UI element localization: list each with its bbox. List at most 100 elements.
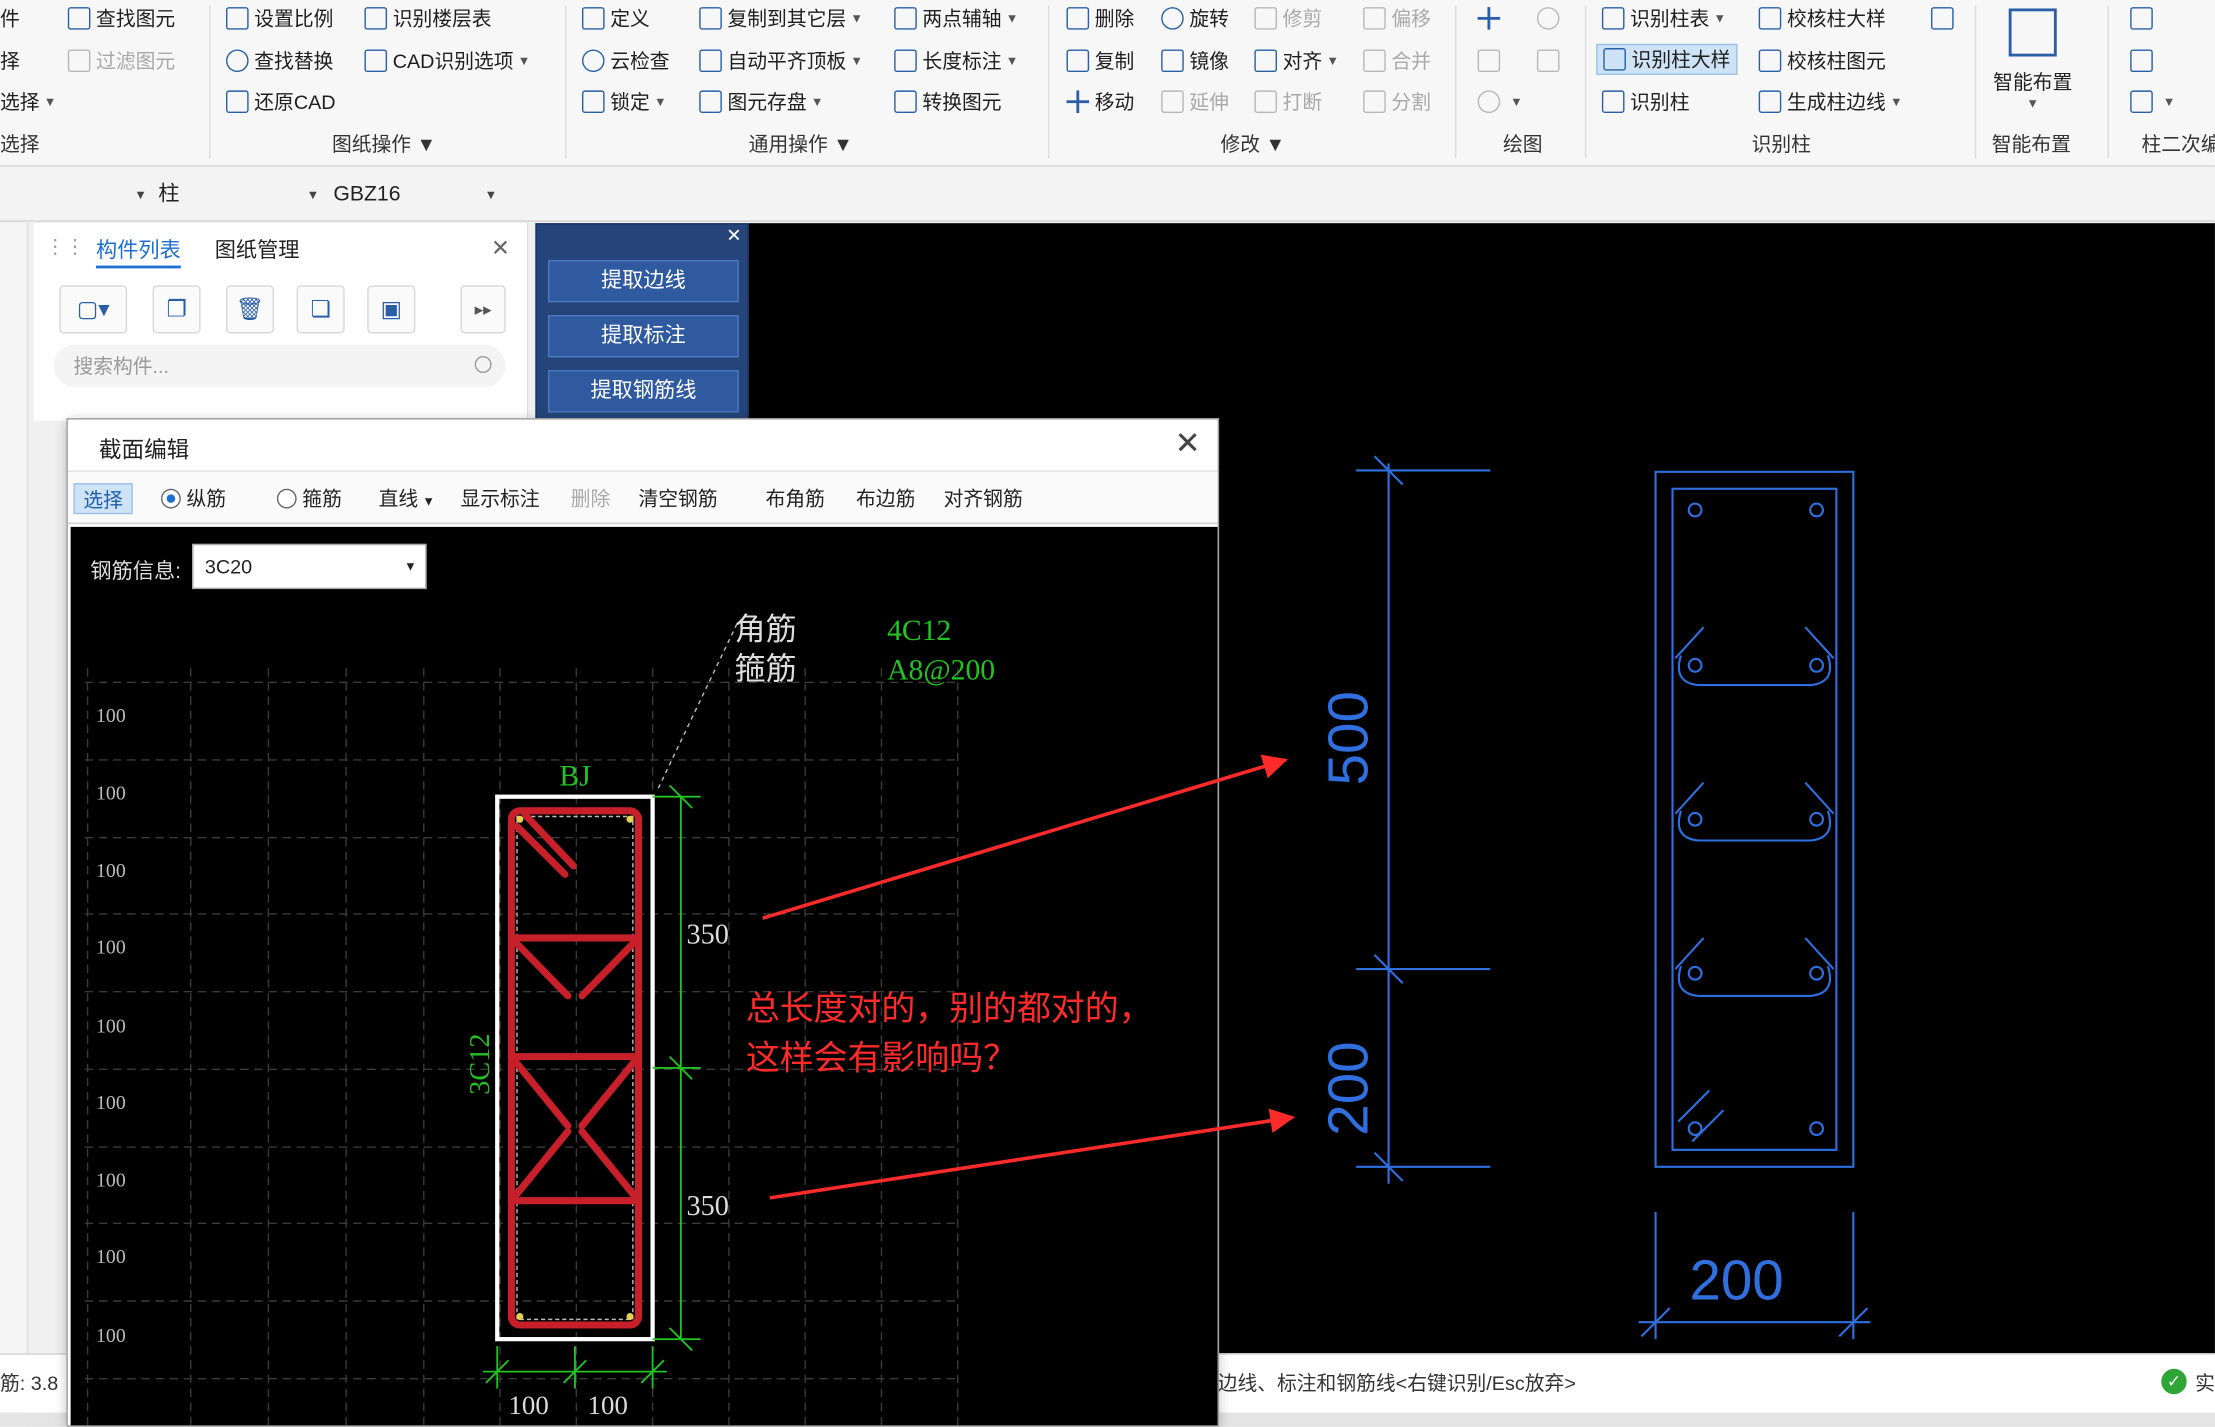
extend-button[interactable]: 延伸	[1161, 86, 1229, 117]
col-second-tool-1[interactable]	[2130, 3, 2158, 34]
section-canvas[interactable]: 100 100 100 100 100 100 100 100 100	[70, 526, 1218, 1426]
check-col-element-button[interactable]: 校核柱图元	[1758, 45, 1886, 76]
smart-layout-button[interactable]: 智能布置 ▼	[1983, 0, 2082, 124]
ribbon-clipped-item-1[interactable]: 件	[0, 3, 20, 34]
stirrup-cross	[507, 1053, 572, 1130]
two-point-axis-button[interactable]: 两点辅轴▼	[894, 3, 1018, 34]
convert-element-button[interactable]: 转换图元	[894, 86, 1002, 117]
find-element-button[interactable]: 查找图元	[67, 3, 175, 34]
line-dropdown[interactable]: 直线▼	[379, 483, 435, 514]
clear-rebar-button[interactable]: 清空钢筋	[638, 487, 718, 510]
filter-element-button[interactable]: 过滤图元	[67, 45, 175, 76]
more-button[interactable]: ▸▸	[460, 285, 506, 334]
component-props-button[interactable]: ▣	[367, 285, 416, 334]
rotate-icon	[1161, 7, 1184, 30]
rebar-info-select[interactable]: 3C20▼	[192, 543, 427, 590]
category-select[interactable]: 柱▼	[158, 179, 319, 210]
extract-dim-button[interactable]: 提取标注	[548, 315, 739, 358]
extract-rebar-line-button[interactable]: 提取钢筋线	[548, 370, 739, 413]
identify-col-table-button[interactable]: 识别柱表▼	[1601, 3, 1726, 34]
extend-label: 延伸	[1189, 90, 1229, 114]
ribbon-clipped-item-2[interactable]: 择	[0, 45, 20, 76]
rectangle-icon	[1536, 49, 1560, 73]
status-right-text: 实	[2195, 1371, 2215, 1395]
move-button[interactable]: 移动	[1066, 86, 1134, 117]
gen-col-edge-button[interactable]: 生成柱边线▼	[1758, 86, 1903, 117]
cad-tick	[1373, 455, 1404, 486]
component-select[interactable]: GBZ16▼	[333, 179, 497, 210]
tab-drawing-mgmt[interactable]: 图纸管理	[214, 238, 300, 263]
ribbon-separator	[1048, 5, 1050, 159]
dropdown-arrow-icon: ▼	[850, 11, 863, 26]
find-replace-button[interactable]: 查找替换	[226, 45, 333, 76]
extract-edge-button[interactable]: 提取边线	[548, 259, 739, 303]
delete-component-button[interactable]: 🗑	[226, 285, 275, 334]
group-label: 图纸操作	[331, 132, 412, 156]
tab-component-list[interactable]: 构件列表	[96, 234, 181, 269]
ribbon-group-modify[interactable]: 修改 ▼	[1220, 130, 1285, 158]
element-save-icon	[699, 90, 722, 114]
element-save-button[interactable]: 图元存盘▼	[699, 86, 823, 117]
copy-component-button[interactable]: ❐	[152, 285, 201, 334]
identify-col-button[interactable]: 识别柱	[1601, 86, 1689, 117]
merge-button[interactable]: 合并	[1363, 45, 1431, 76]
col-tool-button[interactable]	[1931, 3, 1959, 34]
align-button[interactable]: 对齐▼	[1254, 45, 1339, 76]
auto-flush-slab-button[interactable]: 自动平齐顶板▼	[699, 45, 863, 76]
lock-button[interactable]: 锁定▼	[581, 86, 667, 117]
floor-select[interactable]: ▼	[0, 179, 147, 210]
drag-handle-icon[interactable]: ⋮⋮	[45, 234, 85, 258]
set-scale-button[interactable]: 设置比例	[226, 3, 333, 34]
align-rebar-button[interactable]: 对齐钢筋	[943, 487, 1023, 510]
draw-arc-button[interactable]: ▼	[1477, 86, 1523, 117]
copy-button[interactable]: 复制	[1066, 45, 1134, 76]
draw-rect-button[interactable]	[1536, 45, 1565, 76]
col-second-tool-2[interactable]	[2130, 45, 2158, 76]
draw-circle-button[interactable]	[1536, 3, 1565, 34]
stirrup-radio[interactable]: 箍筋	[276, 483, 342, 514]
layer-copy-button[interactable]: ❏	[296, 285, 345, 334]
col-second-tool-3[interactable]: ▼	[2130, 86, 2175, 117]
ribbon-group-drawing-ops[interactable]: 图纸操作 ▼	[332, 130, 436, 158]
rotate-button[interactable]: 旋转	[1161, 3, 1229, 34]
select-tool-button[interactable]: 选择	[73, 483, 133, 515]
new-component-button[interactable]: ▢▾	[59, 285, 128, 334]
split-button[interactable]: 分割	[1363, 86, 1431, 117]
close-icon[interactable]: ✕	[726, 224, 742, 246]
show-dim-button[interactable]: 显示标注	[460, 487, 540, 510]
cloud-check-icon	[581, 49, 605, 73]
restore-cad-button[interactable]: 还原CAD	[226, 86, 336, 117]
search-input[interactable]: 搜索构件...	[53, 344, 506, 388]
close-icon[interactable]: ✕	[1174, 425, 1201, 461]
length-dim-button[interactable]: 长度标注▼	[894, 45, 1018, 76]
break-button[interactable]: 打断	[1254, 86, 1322, 117]
offset-button[interactable]: 偏移	[1363, 3, 1431, 34]
close-icon[interactable]: ✕	[491, 237, 510, 262]
trim-button[interactable]: 修剪	[1254, 3, 1322, 34]
identify-col-detail-button[interactable]: 识别柱大样	[1596, 43, 1738, 75]
scale-icon	[226, 7, 249, 30]
delete-rebar-button[interactable]: 删除	[570, 487, 611, 510]
mirror-button[interactable]: 镜像	[1161, 45, 1229, 76]
ribbon-group-common-ops[interactable]: 通用操作 ▼	[749, 130, 853, 158]
draw-line-button[interactable]	[1477, 45, 1506, 76]
edge-rebar-button[interactable]: 布边筋	[856, 487, 916, 510]
copy-icon: ❐	[166, 298, 187, 323]
ribbon-group-draw: 绘图	[1503, 132, 1543, 156]
cad-drawing: 500 200 200	[1316, 455, 1871, 1340]
section-drawing: 100 100 100 100 100 100 100 100 100	[84, 612, 995, 1426]
copy-to-other-floor-button[interactable]: 复制到其它层▼	[699, 3, 863, 34]
ribbon-clipped-item-3[interactable]: 选择▼	[0, 86, 56, 117]
identify-floor-table-button[interactable]: 识别楼层表	[364, 3, 492, 34]
corner-rebar-button[interactable]: 布角筋	[765, 487, 825, 510]
cad-tick	[1640, 1307, 1671, 1338]
cad-options-button[interactable]: CAD识别选项▼	[364, 45, 530, 76]
layer-copy-icon: ❏	[310, 298, 331, 323]
delete-button[interactable]: 删除	[1066, 3, 1134, 34]
check-icon: ✓	[2161, 1368, 2187, 1395]
define-button[interactable]: 定义	[581, 3, 650, 34]
longitudinal-radio[interactable]: 纵筋	[161, 483, 226, 514]
cloud-check-button[interactable]: 云检查	[581, 45, 670, 76]
draw-point-button[interactable]	[1477, 3, 1506, 34]
check-col-detail-button[interactable]: 校核柱大样	[1758, 3, 1886, 34]
